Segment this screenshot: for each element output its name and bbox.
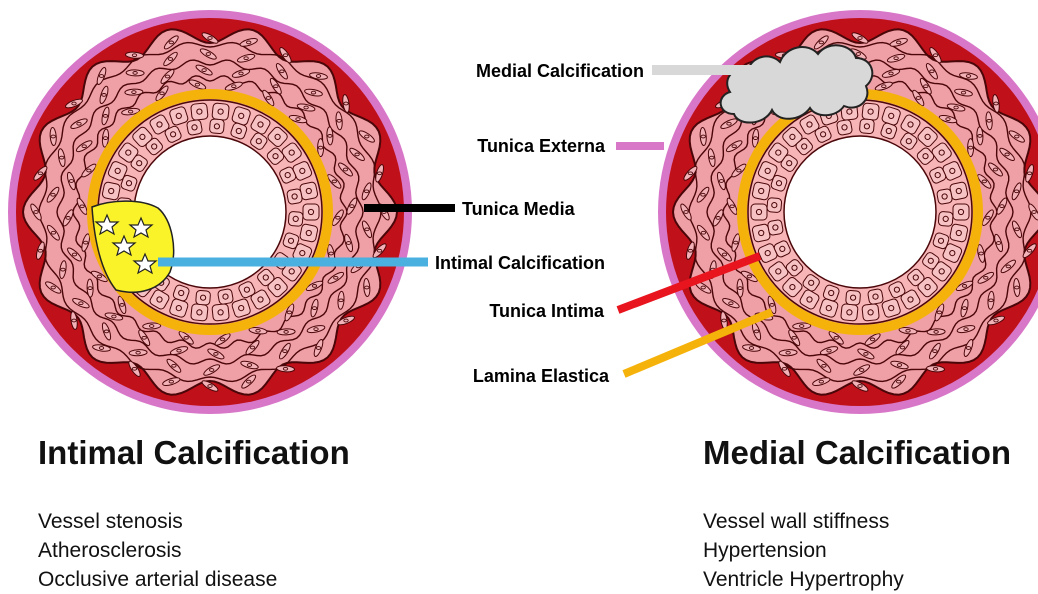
heading-medial-calcification: Medial Calcification: [703, 434, 1011, 472]
vessel-intimal: [8, 10, 412, 414]
label-medial-calcification: Medial Calcification: [476, 61, 644, 81]
medial-consequences-list: Vessel wall stiffness Hypertension Ventr…: [703, 507, 904, 594]
label-tunica-intima: Tunica Intima: [489, 301, 605, 321]
label-tunica-externa: Tunica Externa: [477, 136, 606, 156]
label-lamina-elastica: Lamina Elastica: [473, 366, 610, 386]
lumen: [784, 136, 936, 288]
list-item: Ventricle Hypertrophy: [703, 565, 904, 594]
list-item: Vessel wall stiffness: [703, 507, 904, 536]
label-tunica-media: Tunica Media: [462, 199, 576, 219]
heading-intimal-calcification: Intimal Calcification: [38, 434, 350, 472]
label-intimal-calcification: Intimal Calcification: [435, 253, 605, 273]
list-item: Atherosclerosis: [38, 536, 277, 565]
list-item: Vessel stenosis: [38, 507, 277, 536]
list-item: Occlusive arterial disease: [38, 565, 277, 594]
list-item: Hypertension: [703, 536, 904, 565]
intimal-consequences-list: Vessel stenosis Atherosclerosis Occlusiv…: [38, 507, 277, 594]
